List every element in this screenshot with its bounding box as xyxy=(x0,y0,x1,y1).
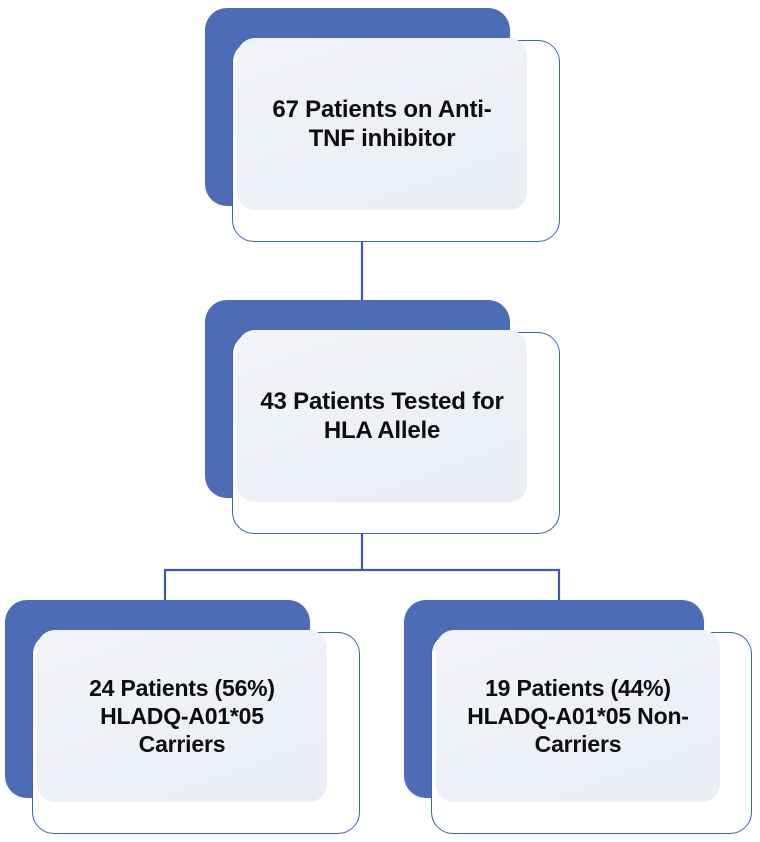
node-label: 43 Patients Tested for HLA Allele xyxy=(260,387,504,444)
node-face[interactable]: 24 Patients (56%) HLADQ-A01*05 Carriers xyxy=(37,630,327,802)
flowchart-node-anti-tnf-cohort[interactable]: 67 Patients on Anti- TNF inhibitor xyxy=(205,8,560,242)
node-label: 19 Patients (44%) HLADQ-A01*05 Non- Carr… xyxy=(467,674,689,758)
node-label: 67 Patients on Anti- TNF inhibitor xyxy=(272,95,492,152)
flowchart-node-hladq-non-carriers[interactable]: 19 Patients (44%) HLADQ-A01*05 Non- Carr… xyxy=(404,600,752,834)
node-face[interactable]: 67 Patients on Anti- TNF inhibitor xyxy=(237,38,527,210)
node-label: 24 Patients (56%) HLADQ-A01*05 Carriers xyxy=(89,674,275,758)
node-face[interactable]: 43 Patients Tested for HLA Allele xyxy=(237,330,527,502)
flowchart-node-hladq-carriers[interactable]: 24 Patients (56%) HLADQ-A01*05 Carriers xyxy=(5,600,360,834)
node-face[interactable]: 19 Patients (44%) HLADQ-A01*05 Non- Carr… xyxy=(436,630,720,802)
flowchart-node-hla-tested[interactable]: 43 Patients Tested for HLA Allele xyxy=(205,300,560,534)
